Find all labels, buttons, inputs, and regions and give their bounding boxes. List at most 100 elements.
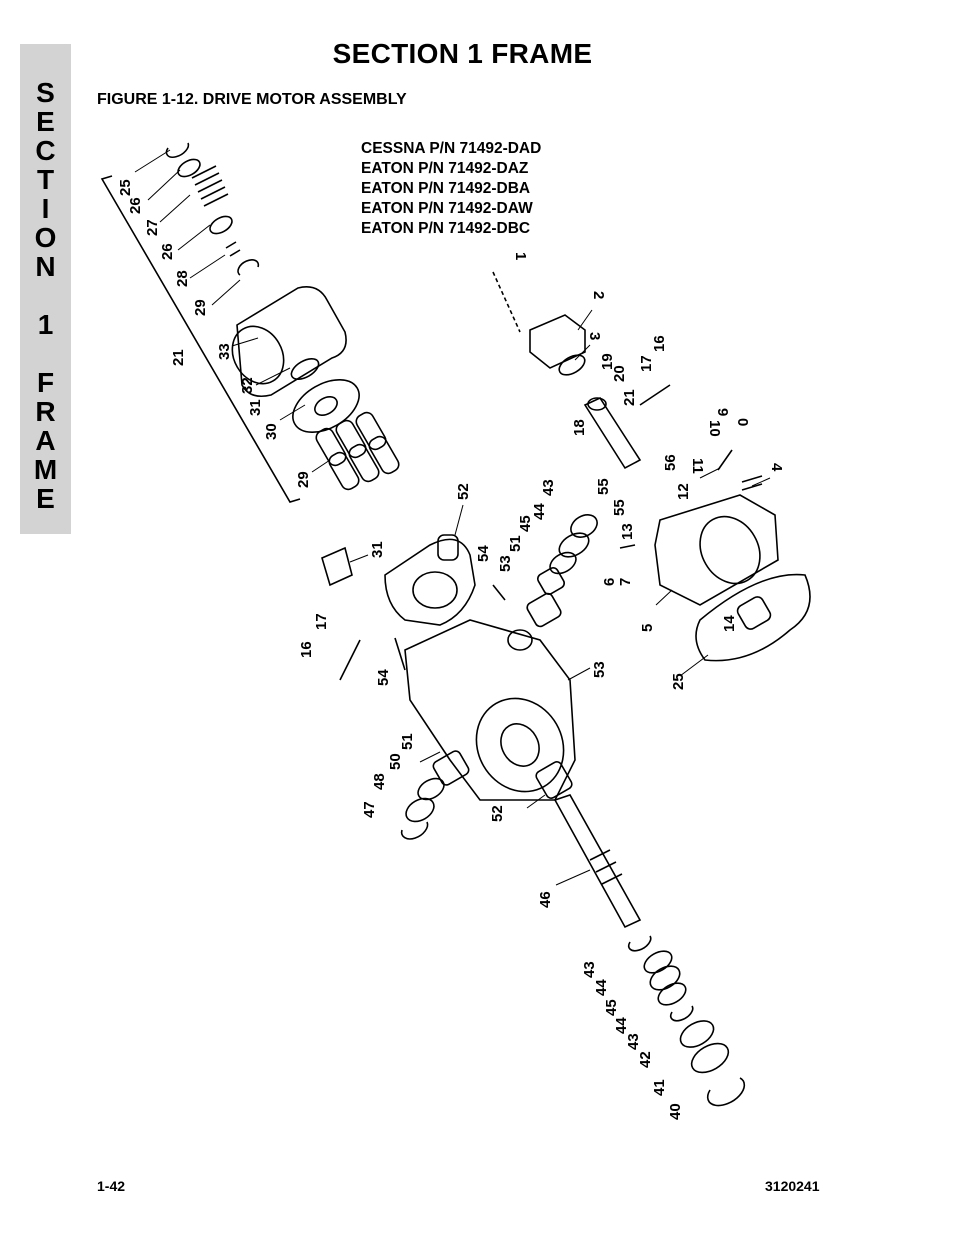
washer-28b	[209, 215, 233, 235]
spring-17	[339, 639, 361, 681]
group-bracket	[100, 175, 301, 503]
callout: 43	[625, 1033, 642, 1050]
callout: 12	[675, 483, 692, 500]
callout: 44	[593, 979, 610, 996]
washer-42	[643, 950, 673, 974]
section-title: SECTION 1 FRAME	[332, 38, 593, 69]
callout-labels: 25 26 27 26 28 29 21 33 32 31 30 29 1 2 …	[117, 179, 785, 1120]
callout: 30	[263, 423, 280, 440]
callout: 53	[497, 555, 514, 572]
side-tab-letter: A	[35, 425, 56, 456]
ring-45b	[400, 821, 429, 840]
plug-11	[717, 449, 733, 471]
cylinder-face	[231, 325, 285, 385]
callout: 21	[170, 349, 187, 366]
callout: 14	[721, 615, 738, 632]
callout: 54	[375, 669, 392, 686]
callout: 17	[313, 613, 330, 630]
pistons-32	[315, 411, 400, 491]
callout: 29	[192, 299, 209, 316]
callout: 7	[617, 578, 634, 586]
callout: 55	[611, 499, 628, 516]
shaft-44	[553, 794, 642, 929]
screw-6	[619, 544, 636, 549]
callout: 13	[619, 523, 636, 540]
callout: 3	[586, 332, 603, 340]
leader-lines	[134, 149, 771, 886]
ring-45	[570, 514, 598, 538]
callout: 52	[455, 483, 472, 500]
washer-42b	[657, 982, 687, 1006]
callout: 54	[475, 545, 492, 562]
callout: 17	[638, 355, 655, 372]
callout: 31	[369, 541, 386, 558]
side-tab-letter: T	[36, 164, 55, 195]
document-number: 3120241	[765, 1178, 820, 1194]
callout: 56	[662, 454, 679, 471]
callout: 51	[399, 733, 416, 750]
callout: 44	[531, 503, 548, 520]
sensor-37	[321, 546, 353, 587]
ring-41	[627, 935, 652, 952]
callout: 41	[651, 1079, 668, 1096]
cover-2	[529, 314, 586, 369]
shaft-18	[583, 396, 642, 470]
side-tab-letter: N	[35, 251, 56, 282]
callout: 33	[216, 343, 233, 360]
part-number: EATON P/N 71492-DBC	[361, 220, 531, 237]
figure-title: FIGURE 1-12. DRIVE MOTOR ASSEMBLY	[97, 91, 407, 108]
callout: 45	[517, 515, 534, 532]
pins-30	[225, 241, 241, 257]
callout: 21	[621, 389, 638, 406]
callout: 31	[247, 399, 264, 416]
callout: 11	[689, 458, 706, 474]
section-side-tab: S E C T I O N 1 F R A M E	[20, 44, 71, 534]
callout: 26	[127, 197, 144, 214]
side-tab-letter: 1	[37, 309, 54, 340]
callout: 46	[537, 891, 554, 908]
page-number: 1-42	[97, 1178, 126, 1194]
side-tab-letters: S E C T I O N 1 F R A M E	[20, 78, 71, 513]
side-tab-letter: O	[34, 222, 57, 253]
callout: 47	[361, 801, 378, 818]
callout: 43	[581, 961, 598, 978]
cylinder-block-36	[236, 286, 347, 398]
callout: 26	[159, 243, 176, 260]
side-tab-letter: S	[36, 77, 55, 108]
bolt-4	[741, 475, 763, 491]
callout: 28	[174, 270, 191, 287]
side-tab-letter: E	[36, 483, 55, 514]
callout: 19	[599, 353, 616, 370]
housing-51	[404, 619, 576, 801]
ring-47	[549, 551, 577, 575]
callout: 50	[387, 753, 404, 770]
ring-46	[558, 532, 590, 558]
callout: 53	[591, 661, 608, 678]
side-tab-letter: F	[36, 367, 55, 398]
callout: 51	[507, 535, 524, 552]
callout: 16	[298, 641, 315, 658]
part-number: EATON P/N 71492-DAZ	[361, 160, 529, 177]
callout: 6	[601, 578, 618, 586]
callout: 32	[239, 377, 256, 394]
part-number: CESSNA P/N 71492-DAD	[361, 140, 542, 157]
part-number: EATON P/N 71492-DAW	[361, 200, 533, 217]
bushing-14	[736, 596, 772, 630]
pin-52b	[492, 584, 506, 601]
seal-19	[587, 397, 607, 411]
ring-31	[237, 259, 260, 276]
washer-28	[177, 158, 201, 178]
callout: 25	[117, 179, 134, 196]
callout: 18	[571, 419, 588, 436]
callout: 1	[512, 252, 529, 260]
ring-47b	[417, 777, 445, 801]
bearing-49	[526, 592, 562, 628]
side-tab-letter: R	[35, 396, 56, 427]
side-tab-letter: M	[33, 454, 58, 485]
callout: 5	[639, 624, 656, 632]
spring-29	[191, 165, 229, 207]
side-tab-letter: E	[36, 106, 55, 137]
bearing-49b	[432, 750, 470, 786]
pin-52	[394, 637, 406, 671]
ring-41b	[669, 1005, 694, 1022]
